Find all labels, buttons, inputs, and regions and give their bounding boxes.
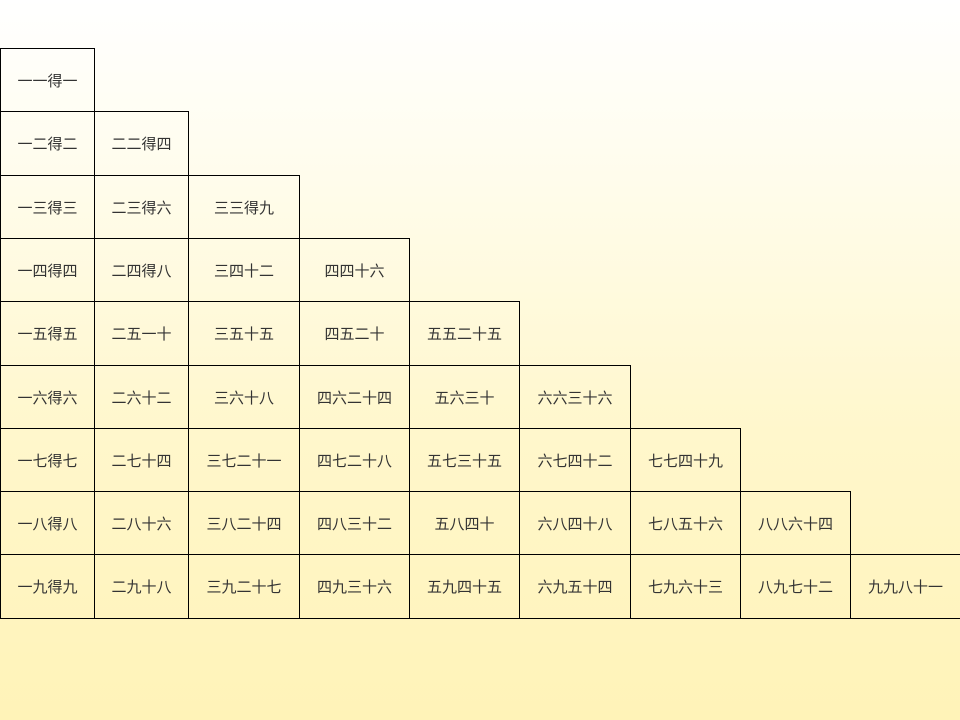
table-cell-r8-c5: 五八四十 [409,491,520,555]
table-cell-r6-c2: 二六十二 [94,365,189,429]
multiplication-table: 一一得一一二得二二二得四一三得三二三得六三三得九一四得四二四得八三四十二四四十六… [0,48,960,619]
table-cell-r7-c1: 一七得七 [0,428,95,492]
table-cell-r9-c9: 九九八十一 [850,554,960,619]
table-cell-r2-c1: 一二得二 [0,111,95,176]
table-cell-r8-c4: 四八三十二 [299,491,410,555]
table-cell-r9-c1: 一九得九 [0,554,95,619]
table-cell-r5-c5: 五五二十五 [409,301,520,366]
table-cell-r2-c2: 二二得四 [94,111,189,176]
table-cell-r5-c1: 一五得五 [0,301,95,366]
table-cell-r5-c4: 四五二十 [299,301,410,366]
table-cell-r3-c3: 三三得九 [188,175,300,239]
table-cell-r8-c2: 二八十六 [94,491,189,555]
table-cell-r1-c1: 一一得一 [0,48,95,112]
table-cell-r7-c6: 六七四十二 [519,428,631,492]
table-cell-r9-c6: 六九五十四 [519,554,631,619]
table-cell-r7-c5: 五七三十五 [409,428,520,492]
table-cell-r9-c8: 八九七十二 [740,554,851,619]
table-cell-r6-c5: 五六三十 [409,365,520,429]
table-cell-r8-c3: 三八二十四 [188,491,300,555]
table-cell-r5-c3: 三五十五 [188,301,300,366]
table-cell-r9-c2: 二九十八 [94,554,189,619]
table-cell-r8-c8: 八八六十四 [740,491,851,555]
table-cell-r7-c3: 三七二十一 [188,428,300,492]
table-cell-r4-c3: 三四十二 [188,238,300,302]
table-cell-r9-c5: 五九四十五 [409,554,520,619]
table-cell-r9-c7: 七九六十三 [630,554,741,619]
table-cell-r4-c2: 二四得八 [94,238,189,302]
table-cell-r6-c1: 一六得六 [0,365,95,429]
table-cell-r3-c2: 二三得六 [94,175,189,239]
table-cell-r8-c6: 六八四十八 [519,491,631,555]
table-cell-r6-c6: 六六三十六 [519,365,631,429]
table-cell-r5-c2: 二五一十 [94,301,189,366]
table-cell-r7-c4: 四七二十八 [299,428,410,492]
table-cell-r7-c2: 二七十四 [94,428,189,492]
table-cell-r9-c4: 四九三十六 [299,554,410,619]
table-cell-r8-c1: 一八得八 [0,491,95,555]
table-cell-r6-c3: 三六十八 [188,365,300,429]
table-cell-r4-c4: 四四十六 [299,238,410,302]
table-cell-r8-c7: 七八五十六 [630,491,741,555]
table-cell-r9-c3: 三九二十七 [188,554,300,619]
table-cell-r4-c1: 一四得四 [0,238,95,302]
table-cell-r3-c1: 一三得三 [0,175,95,239]
table-cell-r6-c4: 四六二十四 [299,365,410,429]
table-cell-r7-c7: 七七四十九 [630,428,741,492]
